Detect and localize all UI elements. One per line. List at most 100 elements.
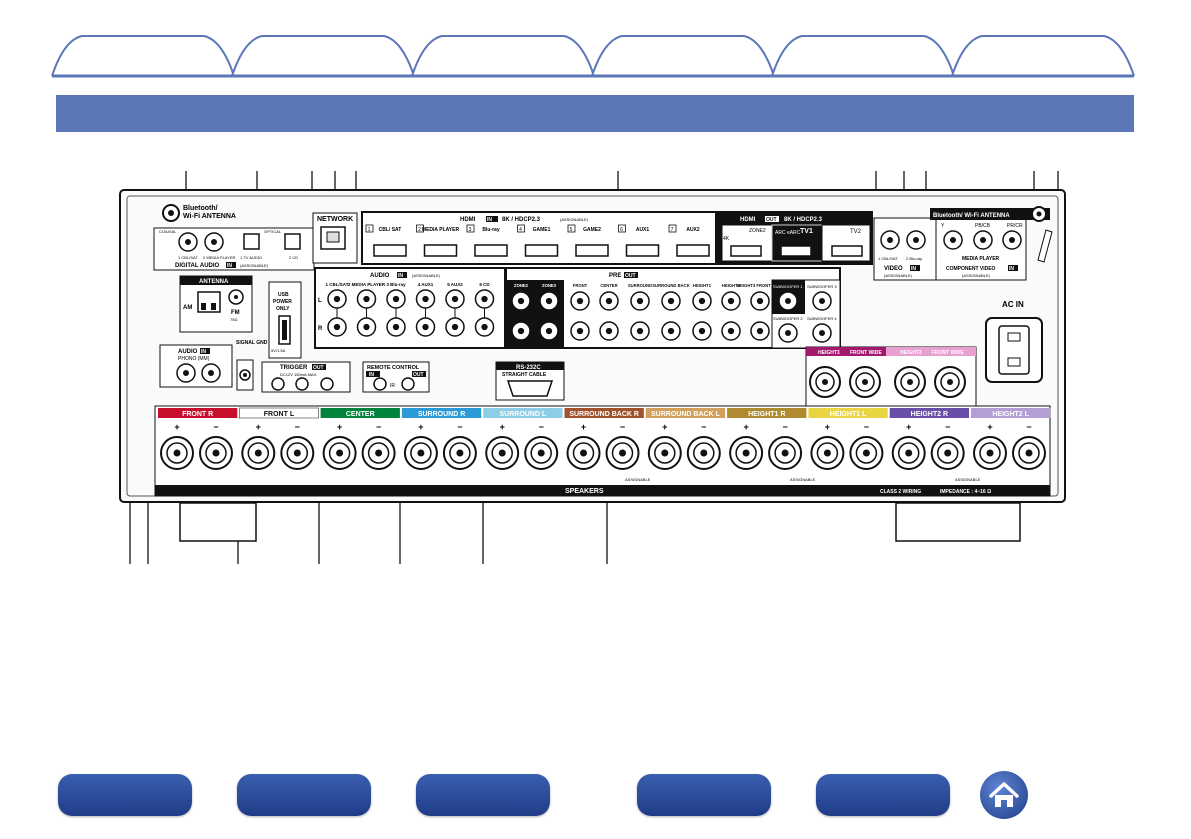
nav-button-3[interactable] — [416, 774, 550, 816]
speaker-3-header — [320, 408, 400, 418]
ac-in-label: AC IN — [1002, 300, 1024, 309]
speaker-7-header — [645, 408, 726, 418]
speaker-2-header — [239, 407, 319, 419]
hdmi-in-1-num: 1 — [368, 227, 371, 233]
pre-out-3-jack-top-center — [576, 297, 584, 305]
speaker-11-plus-post-center — [986, 449, 994, 457]
usb-label-1: USB — [278, 292, 289, 298]
speaker-5-header — [483, 408, 563, 418]
antenna-title: ANTENNA — [199, 279, 229, 285]
audio-in-2-l-jack-center — [363, 295, 370, 303]
speaker-10-minus-sign: − — [945, 422, 950, 432]
antenna-rod-icon — [1037, 229, 1053, 263]
speaker-11-plus-sign: + — [987, 422, 992, 432]
nav-button-2[interactable] — [237, 774, 371, 816]
hdmi-in-7-port[interactable] — [676, 244, 710, 257]
nav-button-5[interactable] — [816, 774, 950, 816]
hdmi-in-assign: (ASSIGNABLE) — [560, 217, 589, 222]
optical-jack-2[interactable] — [284, 233, 301, 250]
hdmi-in-2-port[interactable] — [423, 244, 458, 257]
bluetooth-right-label: Bluetooth/ Wi-Fi ANTENNA — [933, 213, 1010, 219]
audio-in-5-l-jack-center — [451, 295, 459, 303]
hdmi-in-badge: IN — [487, 217, 492, 223]
speaker-10-label: HEIGHT2 R — [911, 411, 948, 418]
rs232c-port[interactable] — [506, 380, 554, 397]
trigger-jack-2[interactable] — [295, 377, 309, 391]
speaker-6-header — [564, 408, 644, 418]
antenna-am-label: AM — [183, 305, 192, 311]
tab-5[interactable] — [771, 35, 955, 77]
hdmi-out-zone2-port[interactable] — [730, 245, 762, 257]
speaker-11-label: HEIGHT2 L — [992, 411, 1029, 418]
hdmi-in-7-num: 7 — [671, 227, 674, 233]
speaker-8-plus-sign: + — [743, 422, 748, 432]
speaker-1-minus-sign: − — [213, 422, 218, 432]
tab-3[interactable] — [411, 35, 595, 77]
speaker-1-plus-sign: + — [174, 422, 179, 432]
hdmi-in-6-num: 6 — [620, 227, 623, 233]
usb-label-3: ONLY — [276, 306, 290, 312]
speaker-9-plus-post-center — [823, 449, 831, 457]
pre-out-8-label: HEIGHT2 — [722, 283, 741, 288]
nav-button-1[interactable] — [58, 774, 192, 816]
optical-jack-1[interactable] — [243, 233, 260, 250]
speaker-5-label: SURROUND L — [500, 411, 547, 418]
hdmi-in-3-label: Blu-ray — [482, 227, 499, 233]
remote-in-jack[interactable] — [373, 377, 387, 391]
hdmi-in-4-port[interactable] — [524, 244, 559, 257]
height3r-label: HEIGHT3 — [818, 350, 840, 356]
video-badge: IN — [911, 266, 916, 272]
hdmi-in-1-port[interactable] — [373, 244, 407, 257]
svg-text:R: R — [318, 326, 323, 332]
audio-in-assign: (ASSIGNABLE) — [412, 273, 441, 278]
tab-bar — [51, 35, 1135, 78]
tab-4[interactable] — [591, 35, 775, 77]
pre-out-9-jack-bottom-center — [756, 327, 764, 335]
digital-in4-label: 2 CD — [289, 255, 298, 260]
video-in-block — [873, 217, 937, 281]
speaker-5-plus-sign: + — [500, 422, 505, 432]
speaker-11-minus-post-center — [1025, 449, 1033, 457]
audio-in-4-r-jack-center — [422, 323, 429, 331]
pre-out-1-jack-bottom-center — [517, 327, 525, 335]
audio-in-title: AUDIO — [370, 273, 390, 279]
hdmi-in-3-port[interactable] — [474, 244, 508, 257]
tab-6[interactable] — [951, 35, 1135, 77]
hdmi-out-title: HDMI — [740, 217, 756, 223]
hdmi-out-tv2-port[interactable] — [831, 245, 863, 257]
subwoofer2-label: SUBWOOFER 2 — [773, 316, 803, 321]
trigger-jack-1[interactable] — [271, 377, 285, 391]
pre-out-2-label: ZONE3 — [542, 283, 557, 288]
pre-out-6-jack-top-center — [667, 297, 675, 305]
remote-out-jack[interactable] — [401, 377, 415, 391]
audio-in-3-label: 3 Blu-ray — [386, 282, 406, 287]
speaker-6-label: SURROUND BACK R — [569, 411, 639, 418]
pre-out-badge: OUT — [625, 273, 636, 279]
hdmi-out-tv1-port[interactable] — [780, 245, 812, 257]
hdmi-in-6-port[interactable] — [625, 244, 660, 257]
bluetooth-label-top: Bluetooth/ — [183, 205, 218, 212]
hdmi-in-5-port[interactable] — [575, 244, 609, 257]
audio-in-4-label: 4 AUX1 — [418, 282, 434, 287]
pre-out-9-label: HEIGHT3 FRONT WIDE — [737, 283, 783, 288]
pre-out-4-jack-bottom-center — [605, 327, 613, 335]
remote-ir-label: IR — [390, 383, 395, 389]
speaker-10-plus-post-center — [905, 449, 913, 457]
audio-in-5-r-jack-center — [451, 323, 459, 331]
hdmi-in-spec: 8K / HDCP2.3 — [502, 217, 541, 223]
nav-button-4[interactable] — [637, 774, 771, 816]
speaker-6-minus-sign: − — [620, 422, 625, 432]
video-title: VIDEO — [884, 266, 903, 272]
svg-text:L: L — [318, 298, 322, 304]
speaker-3-minus-sign: − — [376, 422, 381, 432]
tab-2[interactable] — [231, 35, 415, 77]
trigger-badge: OUT — [313, 365, 324, 371]
section-header-bar — [56, 95, 1134, 132]
video-in2-label: 2 Blu-ray — [906, 256, 922, 261]
trigger-jack-3[interactable] — [320, 377, 334, 391]
speaker-4-minus-sign: − — [457, 422, 462, 432]
home-button[interactable] — [980, 771, 1028, 819]
tab-1[interactable] — [51, 35, 235, 77]
pre-out-6-jack-bottom-center — [667, 327, 675, 335]
